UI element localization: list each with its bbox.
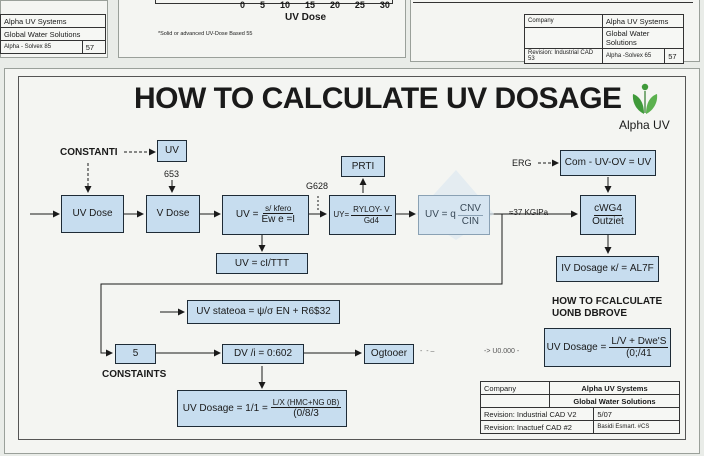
box-iv-dosage: IV Dosage κ/ = AL7F bbox=[556, 256, 659, 282]
title-block: Company Alpha UV Systems Global Water So… bbox=[479, 381, 680, 434]
tick-25: 25 bbox=[354, 0, 365, 10]
box-dv-text: DV /i = 0:602 bbox=[233, 348, 293, 360]
top-footnote: *Solid or advanced UV-Dose Based 55 bbox=[158, 31, 253, 37]
top-chart-frame bbox=[155, 0, 393, 4]
tick-5: 5 bbox=[259, 0, 265, 10]
ryloy-num: RYLOY- V bbox=[351, 205, 392, 216]
label-dash2: -> U0.000 - bbox=[484, 348, 520, 355]
uv-eq-lhs: UV = bbox=[235, 209, 259, 221]
top-axis-title: UV Dose bbox=[285, 12, 327, 23]
box-cwg-outziet: cWG4 Outziet bbox=[580, 195, 636, 235]
label-g628: G628 bbox=[306, 181, 329, 191]
label-dash1: - - – bbox=[420, 348, 435, 355]
side-title: HOW TO FCALCULATE UONB DBROVE bbox=[552, 296, 663, 319]
box-prti-text: PRTI bbox=[351, 160, 375, 172]
final-num: L/X (HMC+NG 0B) bbox=[270, 397, 342, 408]
label-653: 653 bbox=[164, 169, 180, 179]
tl-row3b: 57 bbox=[81, 40, 107, 54]
tr-c4: Revision: Industrial CAD 53 bbox=[524, 48, 603, 64]
box-uv-ctt: UV = cI/TTT bbox=[216, 253, 308, 274]
tick-20: 20 bbox=[329, 0, 340, 10]
top-axis-ticks: 0 5 10 15 20 25 30 bbox=[240, 0, 390, 10]
label-erg: ERG bbox=[512, 158, 532, 168]
tb-rev-num: 5/07 bbox=[593, 407, 680, 421]
box-uv-ctt-text: UV = cI/TTT bbox=[234, 257, 290, 269]
leaf-logo-icon bbox=[632, 83, 658, 114]
box-side-dosage: UV Dosage = L/V + Dwe'S(0;/41 bbox=[544, 328, 671, 367]
tr-c6: 57 bbox=[664, 48, 684, 64]
side-fraction: L/V + Dwe'S(0;/41 bbox=[609, 335, 669, 360]
box-ogtooer-text: Ogtooer bbox=[370, 348, 408, 360]
tick-15: 15 bbox=[304, 0, 315, 10]
uv-eq-den: Ew e =I bbox=[261, 214, 296, 226]
top-center-sheet bbox=[118, 0, 406, 58]
tick-0: 0 bbox=[240, 0, 246, 10]
box-cwg-l1: cWG4 bbox=[594, 203, 622, 216]
box-com: Com - UV-OV = UV bbox=[560, 150, 656, 176]
top-right-rule bbox=[413, 2, 693, 3]
box-cwg-l2: Outziet bbox=[592, 215, 624, 227]
cnv-den: CIN bbox=[461, 215, 480, 227]
tick-10: 10 bbox=[279, 0, 290, 10]
box-ogtooer: Ogtooer bbox=[364, 344, 414, 364]
tb-rev2-extra: Basidi Esmart. #CS bbox=[593, 420, 680, 434]
final-fraction: L/X (HMC+NG 0B)(0/8/3 bbox=[270, 397, 342, 420]
box-uv-top: UV bbox=[157, 140, 187, 162]
final-lhs: UV Dosage = 1/1 = bbox=[182, 402, 268, 414]
top-left-title-table: Alpha UV Systems Global Water Solutions … bbox=[0, 14, 107, 54]
tr-c5: Alpha -Solvex 65 bbox=[601, 48, 666, 64]
box-dv: DV /i = 0:602 bbox=[222, 344, 304, 364]
side-num: L/V + Dwe'S bbox=[609, 335, 669, 348]
tb-revision2: Revision: Inactuef CAD #2 bbox=[479, 420, 595, 434]
tb-division: Global Water Solutions bbox=[549, 394, 680, 408]
box-com-text: Com - UV-OV = UV bbox=[564, 157, 652, 169]
box-prti: PRTI bbox=[341, 156, 385, 177]
final-den: (0/8/3 bbox=[293, 407, 319, 419]
tick-30: 30 bbox=[379, 0, 390, 10]
label-constanti: CONSTANTI bbox=[60, 147, 118, 158]
cnv-lhs: UV = q bbox=[425, 209, 456, 221]
tb-company-label: Company bbox=[480, 381, 550, 395]
box-v-dose-text: V Dose bbox=[156, 208, 190, 220]
box-v-dose: V Dose bbox=[146, 195, 200, 233]
label-constaints: CONSTAINTS bbox=[102, 369, 167, 380]
side-lhs: UV Dosage = bbox=[546, 341, 607, 353]
main-frame bbox=[18, 76, 686, 440]
logo-text: Alpha UV bbox=[619, 118, 670, 132]
box-uv-stateoa: UV stateoa = ψ/σ EN + R6$32 bbox=[187, 300, 340, 324]
box-iv-dosage-text: IV Dosage κ/ = AL7F bbox=[561, 263, 654, 275]
label-k-val: ≈37 KGIPa bbox=[509, 208, 549, 217]
box-uv-stateoa-text: UV stateoa = ψ/σ EN + R6$32 bbox=[196, 306, 331, 318]
box-five: 5 bbox=[115, 344, 156, 364]
ryloy-den: Gd4 bbox=[363, 215, 379, 225]
box-five-text: 5 bbox=[132, 348, 139, 360]
tb-revision: Revision: Industrial CAD V2 bbox=[479, 407, 595, 421]
ryloy-lhs: UY= bbox=[333, 210, 350, 220]
box-final-dosage: UV Dosage = 1/1 = L/X (HMC+NG 0B)(0/8/3 bbox=[177, 390, 347, 427]
box-uv-top-text: UV bbox=[165, 145, 179, 157]
page-title: HOW TO CALCULATE UV DOSAGE bbox=[134, 82, 622, 115]
cnv-num: CNV bbox=[457, 203, 483, 216]
box-uv-dose: UV Dose bbox=[61, 195, 124, 233]
tb-company: Alpha UV Systems bbox=[549, 381, 680, 395]
box-uv-dose-text: UV Dose bbox=[72, 208, 113, 220]
side-den: (0;/41 bbox=[626, 348, 652, 359]
uv-eq-num: s/ kfero bbox=[263, 204, 294, 215]
